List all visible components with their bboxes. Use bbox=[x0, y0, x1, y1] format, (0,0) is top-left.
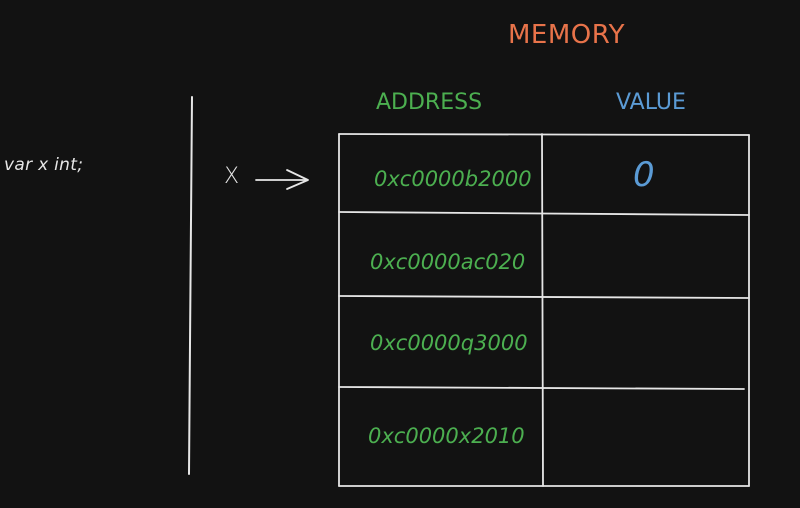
address-cell: 0xc0000b2000 bbox=[374, 167, 532, 191]
value-column-header: VALUE bbox=[616, 90, 686, 115]
memory-title: MEMORY bbox=[508, 20, 626, 50]
value-cell: 0 bbox=[633, 155, 655, 195]
table-row-divider-3 bbox=[338, 386, 745, 390]
table-column-divider bbox=[541, 133, 544, 487]
address-cell: 0xc0000x2010 bbox=[368, 424, 525, 448]
address-column-header: ADDRESS bbox=[376, 90, 483, 115]
address-cell: 0xc0000ac020 bbox=[370, 250, 526, 274]
memory-table bbox=[338, 133, 750, 487]
table-row-divider-1 bbox=[338, 211, 750, 216]
arrow-head bbox=[286, 169, 309, 190]
variable-label: X bbox=[224, 164, 240, 189]
table-row-divider-2 bbox=[338, 295, 750, 299]
code-line: var x int; bbox=[4, 155, 84, 175]
address-cell: 0xc0000q3000 bbox=[370, 331, 528, 355]
divider-line bbox=[188, 96, 193, 475]
table-top-border bbox=[338, 133, 750, 136]
